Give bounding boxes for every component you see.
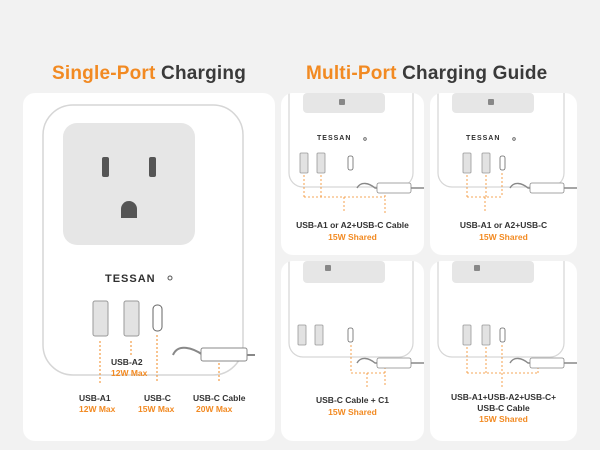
usb-a1-max: 12W Max	[79, 404, 116, 414]
usb-a2-port	[123, 300, 140, 337]
usb-a2-label: USB-A2	[111, 357, 143, 367]
usb-c-max: 15W Max	[138, 404, 175, 414]
socket-slot-right	[149, 157, 156, 177]
combo-label-line2: USB-C Cable	[477, 403, 530, 413]
usb-c-cable-max: 20W Max	[196, 404, 233, 414]
socket-ground	[121, 201, 137, 218]
ac-socket-face	[63, 123, 195, 245]
multi-port-card-4: USB-A1+USB-A2+USB-C+ USB-C Cable 15W Sha…	[430, 261, 577, 441]
single-port-card: TESSAN USB-A2 12W Max USB-A1 12W Max USB…	[23, 93, 275, 441]
brand-logo: TESSAN	[105, 273, 156, 285]
usb-a2-max: 12W Max	[111, 368, 148, 378]
combo-label: USB-A1 or A2+USB-C Cable	[296, 220, 409, 230]
single-port-heading: Single-Port Charging	[52, 63, 247, 84]
combo-power: 15W Shared	[328, 407, 377, 417]
combo-label: USB-C Cable + C1	[316, 395, 389, 405]
power-strip-illustration	[42, 104, 255, 383]
socket-slot-left	[102, 157, 109, 177]
multi-port-card-1: TESSAN USB-A1 or A2+USB-C Cable 15W Shar…	[281, 93, 424, 255]
usb-a1-port	[92, 300, 109, 337]
combo-label-line1: USB-A1+USB-A2+USB-C+	[450, 392, 557, 402]
multi-port-heading: Multi-Port Charging Guide	[306, 63, 548, 84]
combo-power: 15W Shared	[479, 232, 528, 242]
indicator-light	[167, 275, 173, 281]
multi-port-card-3: USB-C Cable + C1 15W Shared	[281, 261, 424, 441]
brand-logo: TESSAN	[466, 135, 501, 142]
multi-port-card-2: TESSAN USB-A1 or A2+USB-C 15W Shared	[430, 93, 577, 255]
combo-power: 15W Shared	[479, 414, 528, 424]
usb-c-port	[152, 304, 163, 332]
combo-label: USB-A1 or A2+USB-C	[459, 220, 548, 230]
combo-power: 15W Shared	[328, 232, 377, 242]
usb-c-cable-plug	[200, 347, 248, 362]
brand-logo: TESSAN	[317, 135, 352, 142]
usb-c-label: USB-C	[144, 393, 171, 403]
usb-a1-label: USB-A1	[79, 393, 111, 403]
usb-c-cable-label: USB-C Cable	[193, 393, 246, 403]
